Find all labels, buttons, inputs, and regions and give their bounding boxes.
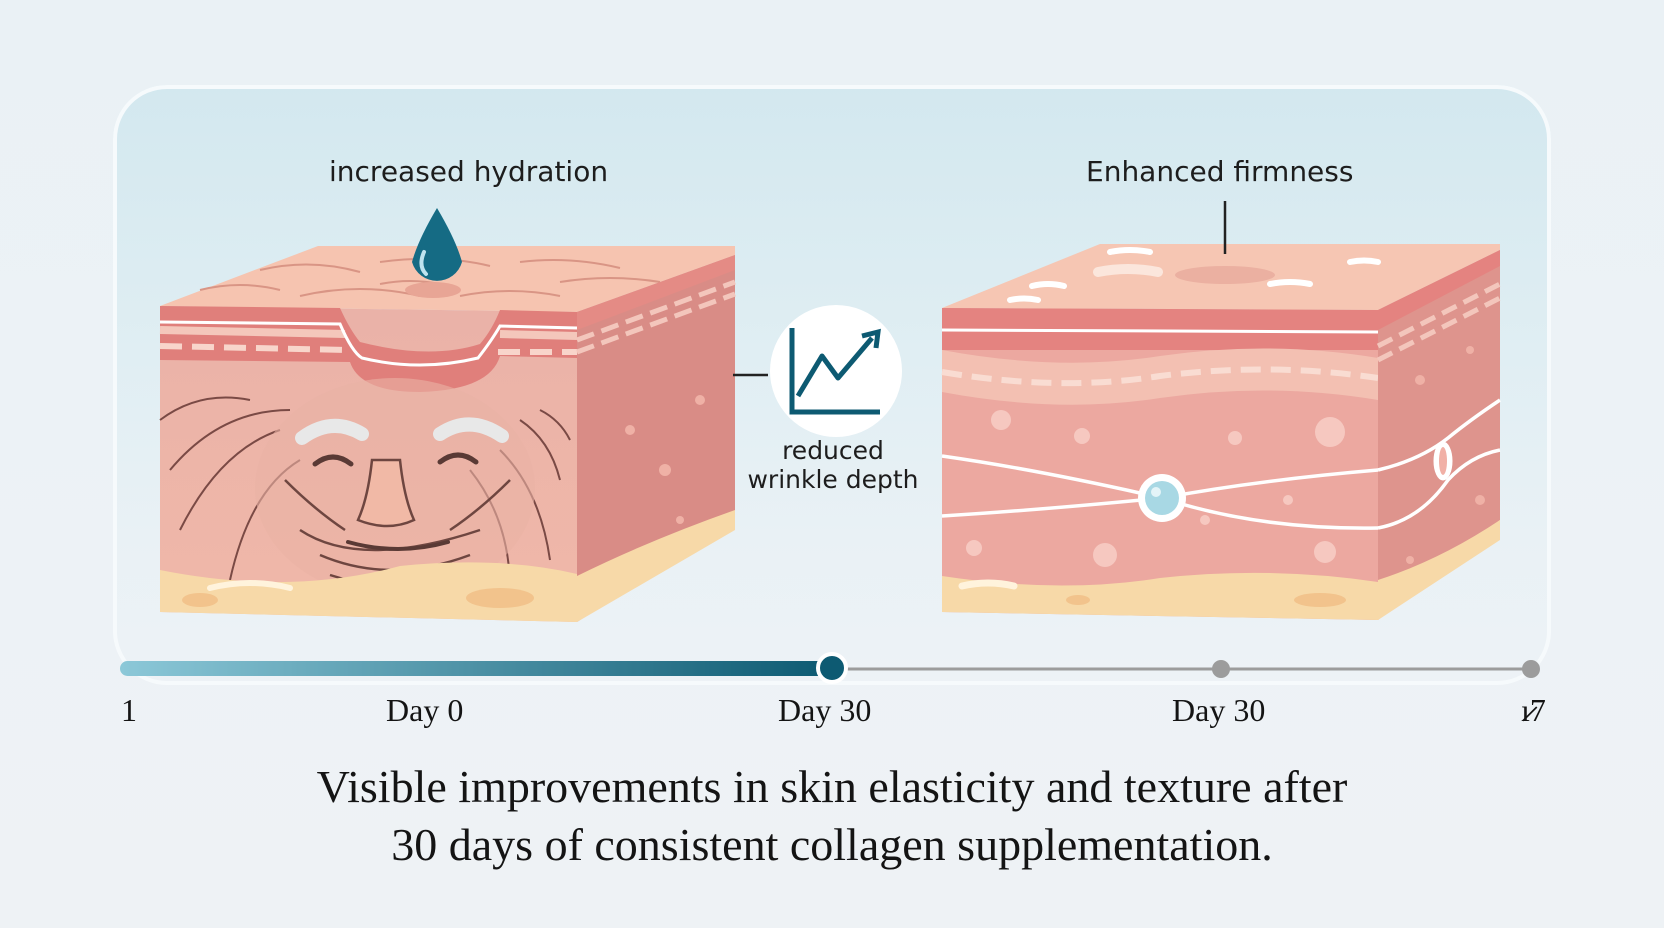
timeline-marker-day30-active[interactable] — [816, 652, 848, 684]
caption: Visible improvements in skin elasticity … — [0, 758, 1664, 874]
caption-line-2: 30 days of consistent collagen supplemen… — [391, 819, 1273, 870]
label-reduced: reduced — [782, 436, 884, 465]
timeline-label-day30-a: Day 30 — [778, 692, 872, 728]
label-wrinkle-depth: wrinkle depth — [747, 465, 919, 494]
droplet-icon — [412, 208, 462, 281]
skin-block-after — [941, 244, 1502, 620]
timeline-marker-end[interactable] — [1522, 660, 1540, 678]
label-enhanced-firmness: Enhanced firmness — [1086, 155, 1354, 188]
timeline-label-day30-b: Day 30 — [1172, 692, 1266, 728]
timeline-progress — [120, 661, 830, 676]
timeline — [120, 652, 1540, 684]
face-icon — [255, 378, 535, 598]
caption-line-1: Visible improvements in skin elasticity … — [316, 761, 1348, 812]
growth-chart-icon — [770, 305, 902, 437]
label-reduced-wrinkle-depth: reduced wrinkle depth — [740, 436, 926, 494]
skin-block-before — [159, 208, 736, 622]
timeline-end-label: ı̷7 — [1521, 692, 1546, 728]
timeline-start-label: 1 — [121, 692, 137, 728]
timeline-marker-day30[interactable] — [1212, 660, 1230, 678]
label-increased-hydration: increased hydration — [329, 155, 609, 188]
timeline-label-day0: Day 0 — [386, 692, 464, 728]
